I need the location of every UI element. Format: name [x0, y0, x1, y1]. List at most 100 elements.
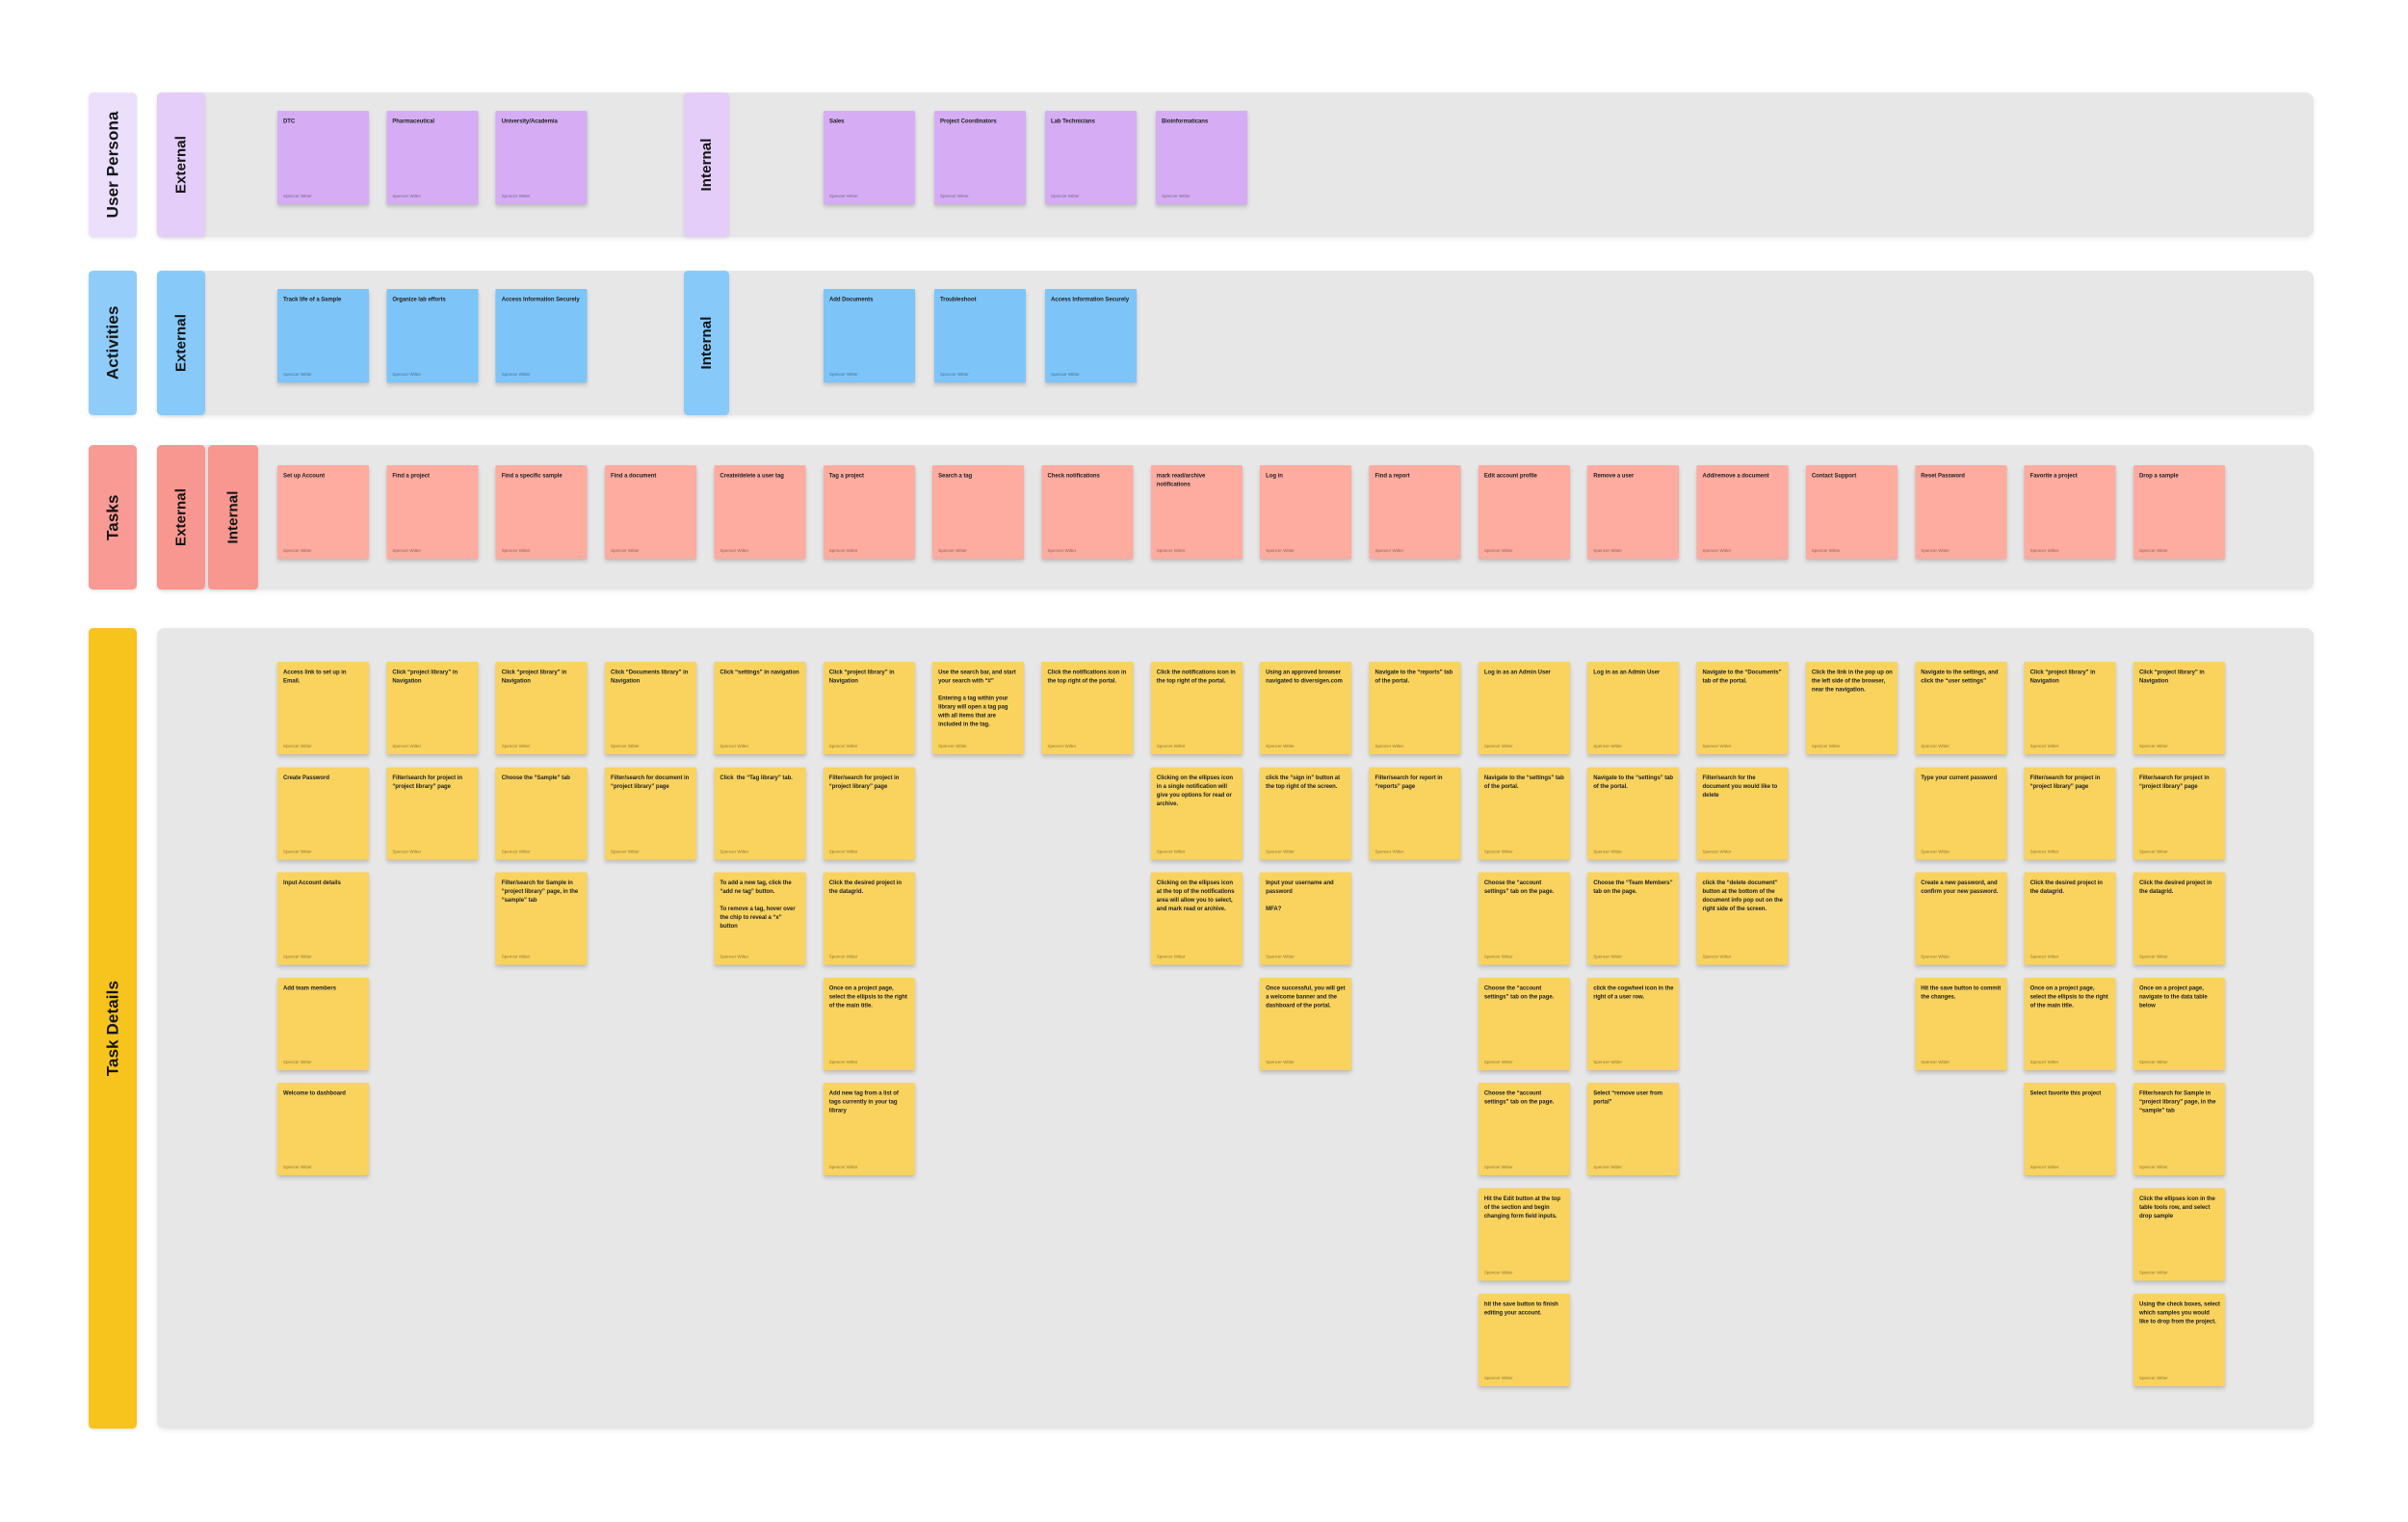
- row-label-activities[interactable]: Activities: [89, 271, 137, 415]
- sticky-note-task-detail[interactable]: Click the desired project in the datagri…: [2024, 872, 2116, 965]
- sticky-note-task-detail[interactable]: Choose the “account settings” tab on the…: [1478, 872, 1570, 965]
- sticky-note-task-detail[interactable]: Filter/search for Sample in “project lib…: [2133, 1083, 2225, 1176]
- sticky-note-task-detail[interactable]: Filter/search for project in “project li…: [2133, 767, 2225, 860]
- sticky-note-task-detail[interactable]: Once on a project page, select the ellip…: [2024, 977, 2116, 1070]
- sticky-note-task-detail[interactable]: Filter/search for the document you would…: [1696, 767, 1789, 860]
- sticky-note-task-detail[interactable]: Navigate to the “Documents” tab of the p…: [1696, 662, 1789, 754]
- persona-external-bar[interactable]: External: [157, 92, 205, 237]
- sticky-note-task-detail[interactable]: Hit the Edit button at the top of the se…: [1478, 1188, 1570, 1281]
- sticky-note-task-detail[interactable]: Once on a project page, navigate to the …: [2133, 977, 2225, 1070]
- row-label-tasks[interactable]: Tasks: [89, 445, 137, 590]
- sticky-note-task-detail[interactable]: Input your username and password MFA?Spe…: [1260, 872, 1352, 965]
- sticky-note-task-detail[interactable]: Filter/search for project in “project li…: [823, 767, 915, 860]
- activities-external-bar[interactable]: External: [157, 271, 205, 415]
- sticky-note-task-detail[interactable]: click the “delete document” button at th…: [1696, 872, 1789, 965]
- sticky-note-task-detail[interactable]: Filter/search for project in “project li…: [2024, 767, 2116, 860]
- sticky-note-task-detail[interactable]: click the “sign in” button at the top ri…: [1260, 767, 1352, 860]
- sticky-note-task-detail[interactable]: Click the desired project in the datagri…: [823, 872, 915, 965]
- sticky-note-task-detail[interactable]: Choose the “account settings” tab on the…: [1478, 977, 1570, 1070]
- sticky-note-task-detail[interactable]: Click the “Tag library” tab.Spencer Witt…: [714, 767, 806, 860]
- persona-internal-bar[interactable]: Internal: [684, 92, 729, 237]
- row-label-user-persona[interactable]: User Persona: [89, 92, 137, 237]
- sticky-note-task-detail[interactable]: Filter/search for project in “project li…: [386, 767, 479, 860]
- sticky-note-task-detail[interactable]: Use the search bar, and start your searc…: [932, 662, 1025, 754]
- sticky-note-task-detail[interactable]: hit the save button to finish editing yo…: [1478, 1293, 1570, 1386]
- sticky-note-task-detail[interactable]: Once successful, you will get a welcome …: [1260, 977, 1352, 1070]
- sticky-note-task-detail[interactable]: Create a new password, and confirm your …: [1915, 872, 2007, 965]
- sticky-note-task-detail[interactable]: Hit the save button to commit the change…: [1915, 977, 2007, 1070]
- sticky-note-task-detail[interactable]: Filter/search for Sample in “project lib…: [495, 872, 588, 965]
- sticky-note-task-detail[interactable]: click the cogwheel icon in the right of …: [1587, 977, 1680, 1070]
- tasks-external-bar[interactable]: External: [157, 445, 205, 590]
- sticky-note-task-detail[interactable]: Click the notifications icon in the top …: [1150, 662, 1243, 754]
- sticky-note-task-detail[interactable]: Navigate to the “settings” tab of the po…: [1478, 767, 1570, 860]
- sticky-note-task-detail[interactable]: Click the notifications icon in the top …: [1041, 662, 1134, 754]
- sticky-note-task-detail[interactable]: Once on a project page, select the ellip…: [823, 977, 915, 1070]
- sticky-note-task-detail[interactable]: Clicking on the ellipses icon in a singl…: [1150, 767, 1243, 860]
- sticky-note-task-detail[interactable]: Choose the “Team Members” tab on the pag…: [1587, 872, 1680, 965]
- sticky-note-task-detail[interactable]: Click the ellipses icon in the table too…: [2133, 1188, 2225, 1281]
- sticky-note-task-detail[interactable]: Add new tag from a list of tags currentl…: [823, 1083, 915, 1176]
- sticky-note-task-detail[interactable]: Choose the “account settings” tab on the…: [1478, 1083, 1570, 1176]
- sticky-note-task-detail[interactable]: Click the desired project in the datagri…: [2133, 872, 2225, 965]
- sticky-note-task-detail[interactable]: Navigate to the “settings” tab of the po…: [1587, 767, 1680, 860]
- sticky-note-task-detail[interactable]: Click the link in the pop up on the left…: [1805, 662, 1898, 754]
- sticky-note-task-detail[interactable]: Using the check boxes, select which samp…: [2133, 1293, 2225, 1386]
- activities-internal-bar[interactable]: Internal: [684, 271, 729, 415]
- sticky-note-task-detail[interactable]: Navigate to the “reports” tab of the por…: [1369, 662, 1461, 754]
- sticky-note-task-detail[interactable]: Filter/search for report in “reports” pa…: [1369, 767, 1461, 860]
- sticky-note-task-detail[interactable]: Using an approved browser navigated to d…: [1260, 662, 1352, 754]
- sticky-note-task-detail[interactable]: To add a new tag, click the “add ne tag”…: [714, 872, 806, 965]
- row-label-task-details[interactable]: Task Details: [89, 628, 137, 1429]
- sticky-note-task-detail[interactable]: Clicking on the ellipses icon at the top…: [1150, 872, 1243, 965]
- sticky-note-task-detail[interactable]: Select “remove user from portal”Spencer …: [1587, 1083, 1680, 1176]
- sticky-note-task-detail[interactable]: Access link to set up in Email.Spencer W…: [277, 662, 369, 754]
- tasks-internal-bar[interactable]: Internal: [208, 445, 258, 590]
- sticky-note-task-detail[interactable]: Filter/search for document in “project l…: [605, 767, 697, 860]
